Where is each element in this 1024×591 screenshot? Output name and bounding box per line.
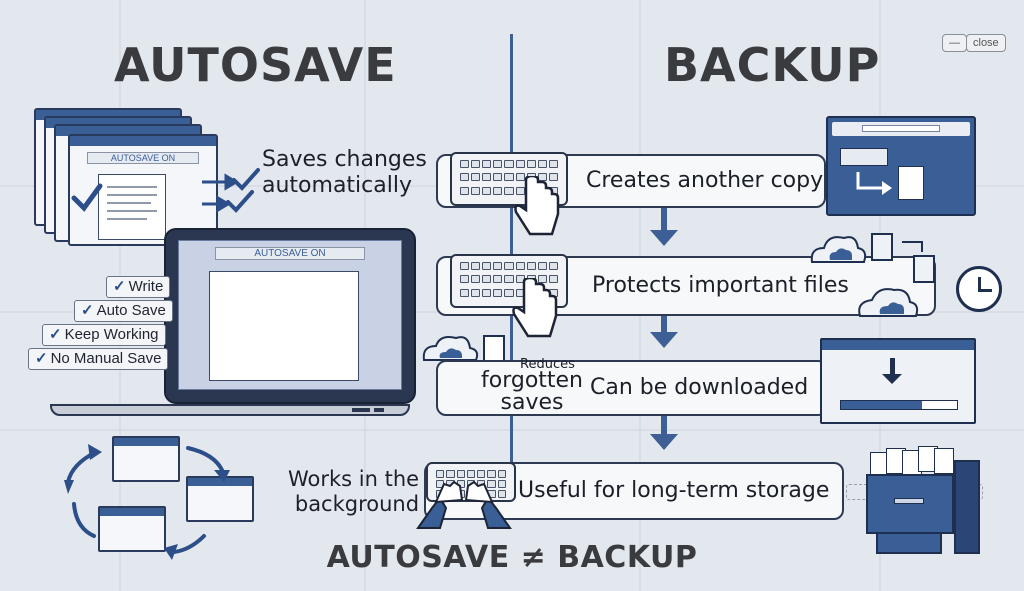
check-icon: ✓ xyxy=(35,350,48,367)
arrow-head-1 xyxy=(650,230,678,246)
reduces-label-small: Reduces xyxy=(520,357,575,372)
hand-cursor-icon xyxy=(514,176,560,236)
laptop-autosave-label: AUTOSAVE ON xyxy=(215,247,365,260)
backup-title: BACKUP xyxy=(664,38,881,92)
arrow-head-2 xyxy=(650,332,678,348)
close-button[interactable]: close xyxy=(966,34,1006,52)
clock-icon xyxy=(956,266,1002,312)
arrow-head-3 xyxy=(650,434,678,450)
step-downloaded xyxy=(436,360,828,416)
checkmark-icon xyxy=(71,183,103,212)
cycle-window-top xyxy=(112,436,180,482)
checklist-item-auto-save: ✓Auto Save xyxy=(74,300,173,322)
reduces-forgotten-saves-label: forgotten saves xyxy=(480,368,584,415)
check-icon: ✓ xyxy=(113,278,126,295)
step-downloaded-text: Can be downloaded xyxy=(590,375,809,400)
download-progress-bar xyxy=(840,400,958,410)
checklist-item-keep-working: ✓Keep Working xyxy=(42,324,166,346)
works-in-background-label: Works in the background xyxy=(288,467,420,516)
copy-arrow-icon xyxy=(856,172,892,195)
footer-autosave-not-backup: AUTOSAVE ≠ BACKUP xyxy=(326,540,698,575)
laptop-screen: AUTOSAVE ON xyxy=(164,228,416,404)
sync-arrows-icon xyxy=(202,168,260,213)
backup-window xyxy=(826,116,976,216)
check-icon: ✓ xyxy=(49,326,62,343)
download-window xyxy=(820,338,976,424)
autosave-title: AUTOSAVE xyxy=(114,38,397,92)
download-arrow-icon xyxy=(882,374,902,384)
step-long-term-storage-text: Useful for long-term storage xyxy=(518,478,830,503)
file-cabinet-icon xyxy=(862,446,982,556)
saves-changes-label: Saves changes automatically xyxy=(262,147,427,198)
minimize-button[interactable]: — xyxy=(942,34,967,52)
autosave-on-label: AUTOSAVE ON xyxy=(87,152,199,164)
cycle-arrows-icon xyxy=(64,444,230,560)
check-icon: ✓ xyxy=(81,302,94,319)
step-creates-copy-text: Creates another copy xyxy=(586,168,824,193)
cycle-window-bottom xyxy=(98,506,166,552)
autosave-main-window: AUTOSAVE ON xyxy=(68,134,218,246)
laptop-base xyxy=(50,404,410,416)
cloud-sync-icons xyxy=(810,233,935,317)
checklist-item-no-manual-save: ✓No Manual Save xyxy=(28,348,169,370)
hand-cursor-icon xyxy=(512,278,558,338)
typing-hands-icon xyxy=(416,480,512,529)
arrow-down-2 xyxy=(661,316,667,334)
laptop-document xyxy=(209,271,359,381)
arrow-down-1 xyxy=(661,208,667,232)
arrow-down-3 xyxy=(661,416,667,436)
document-page-icon xyxy=(98,174,166,240)
step-protects-files-text: Protects important files xyxy=(592,273,849,298)
checklist-item-write: ✓Write xyxy=(106,276,171,298)
